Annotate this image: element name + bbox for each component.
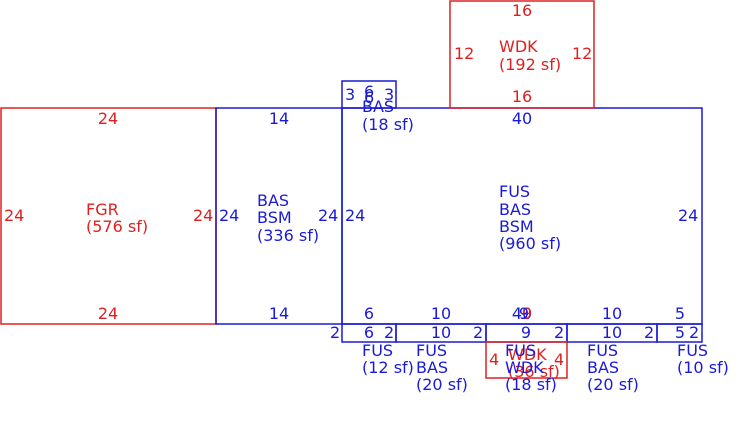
fus-10-labels: 5 5 2 FUS (10 sf) xyxy=(675,304,729,377)
fus-bas-20b-dim-top: 10 xyxy=(602,304,622,323)
fus-12-area: (12 sf) xyxy=(362,358,414,377)
fgr-dim-top: 24 xyxy=(98,109,118,128)
fus-wdk-18-line1: FUS xyxy=(505,341,536,360)
fus-wdk-18-line2: WDK xyxy=(505,358,544,377)
bas-bsm-left-line1: BAS xyxy=(257,191,289,210)
fus-bas-20a-area: (20 sf) xyxy=(416,375,468,394)
bay-bas-labels: 3 6 3 6 BAS (18 sf) xyxy=(345,82,414,134)
bas-bsm-left-dim-bottom: 14 xyxy=(269,304,289,323)
main-line1: FUS xyxy=(499,182,530,201)
bay-bas-name: BAS xyxy=(362,97,394,116)
fgr-area: (576 sf) xyxy=(86,217,148,236)
fus-bas-20b-line2: BAS xyxy=(587,358,619,377)
fus-bas-20a-line2: BAS xyxy=(416,358,448,377)
fus-10-area: (10 sf) xyxy=(677,358,729,377)
wdk-top-labels: 16 16 12 12 WDK (192 sf) xyxy=(454,1,592,106)
main-dim-top: 40 xyxy=(512,109,532,128)
wdk-small-name: WDK xyxy=(508,345,547,364)
outlines xyxy=(0,0,703,379)
main-dim-left: 24 xyxy=(345,206,365,225)
fus-12-dim-right: 2 xyxy=(384,323,394,342)
wdk-small-outline xyxy=(485,341,568,379)
wdk-top-dim-left: 12 xyxy=(454,44,474,63)
fus-10-outline xyxy=(656,323,703,343)
wdk-small-dim-left: 4 xyxy=(489,350,499,369)
bay-bas-dim-3: 3 xyxy=(384,85,394,104)
bay-bas-dim-1: 3 xyxy=(345,85,355,104)
main-dim-right: 24 xyxy=(678,206,698,225)
fus-bas-20a-dim-bottom: 10 xyxy=(431,323,451,342)
bay-bas-dim-2: 6 xyxy=(364,82,374,101)
fgr-dim-bottom: 24 xyxy=(98,304,118,323)
fus-bas-20b-dim-right: 2 xyxy=(644,323,654,342)
bas-bsm-left-dim-left: 24 xyxy=(219,206,239,225)
fus-12-dim-left: 2 xyxy=(330,323,340,342)
fus-wdk-18-dim-right: 2 xyxy=(554,323,564,342)
wdk-small-dim-top: 9 xyxy=(522,304,532,323)
main-area: (960 sf) xyxy=(499,234,561,253)
fus-wdk-18-area: (18 sf) xyxy=(505,375,557,394)
fus-10-dim-bottom: 5 xyxy=(675,323,685,342)
fgr-labels: 24 24 24 24 FGR (576 sf) xyxy=(4,109,213,323)
fus-bas-20a-dim-top: 10 xyxy=(431,304,451,323)
fus-12-labels: 2 6 6 2 FUS (12 sf) xyxy=(330,304,414,377)
bay-bas-dim-4: 6 xyxy=(364,88,374,107)
bas-bsm-left-dim-top: 14 xyxy=(269,109,289,128)
fus-bas-20a-labels: 10 10 2 FUS BAS (20 sf) xyxy=(416,304,483,394)
fus-bas-20b-labels: 10 10 2 FUS BAS (20 sf) xyxy=(587,304,654,394)
main-line2: BAS xyxy=(499,200,531,219)
fus-12-name: FUS xyxy=(362,341,393,360)
fus-bas-20a-line1: FUS xyxy=(416,341,447,360)
fus-wdk-18-labels: 9 9 2 FUS WDK (18 sf) xyxy=(505,304,564,394)
wdk-top-dim-right: 12 xyxy=(572,44,592,63)
fus-12-dim-top: 6 xyxy=(364,304,374,323)
fus-bas-20b-dim-bottom: 10 xyxy=(602,323,622,342)
wdk-small-dim-right: 4 xyxy=(554,350,564,369)
main-dim-bottom: 40 xyxy=(512,304,532,323)
fus-bas-20b-area: (20 sf) xyxy=(587,375,639,394)
fgr-dim-left: 24 xyxy=(4,206,24,225)
wdk-top-area: (192 sf) xyxy=(499,55,561,74)
wdk-top-dim-bottom: 16 xyxy=(512,87,532,106)
wdk-small-labels: 9 4 4 WDK (36 sf) xyxy=(489,304,564,381)
main-labels: 40 40 24 24 FUS BAS BSM (960 sf) xyxy=(345,109,698,323)
bay-bas-area: (18 sf) xyxy=(362,115,414,134)
bas-bsm-left-area: (336 sf) xyxy=(257,226,319,245)
fus-10-dim-top: 5 xyxy=(675,304,685,323)
fus-bas-20a-dim-right: 2 xyxy=(473,323,483,342)
wdk-small-area: (36 sf) xyxy=(508,362,560,381)
wdk-top-outline xyxy=(449,0,595,109)
wdk-top-dim-top: 16 xyxy=(512,1,532,20)
bas-bsm-left-line2: BSM xyxy=(257,208,292,227)
fus-10-dim-right: 2 xyxy=(689,323,699,342)
fgr-name: FGR xyxy=(86,200,119,219)
fgr-dim-right: 24 xyxy=(193,206,213,225)
fus-wdk-18-dim-bottom: 9 xyxy=(521,323,531,342)
bay-bas-outline xyxy=(341,80,397,109)
bas-bsm-left-dim-right: 24 xyxy=(318,206,338,225)
main-line3: BSM xyxy=(499,217,534,236)
fus-wdk-18-dim-top: 9 xyxy=(519,304,529,323)
fus-12-dim-bottom: 6 xyxy=(364,323,374,342)
bas-bsm-left-labels: 14 14 24 24 BAS BSM (336 sf) xyxy=(219,109,338,323)
wdk-top-name: WDK xyxy=(499,37,538,56)
fus-10-name: FUS xyxy=(677,341,708,360)
fus-bas-20b-line1: FUS xyxy=(587,341,618,360)
